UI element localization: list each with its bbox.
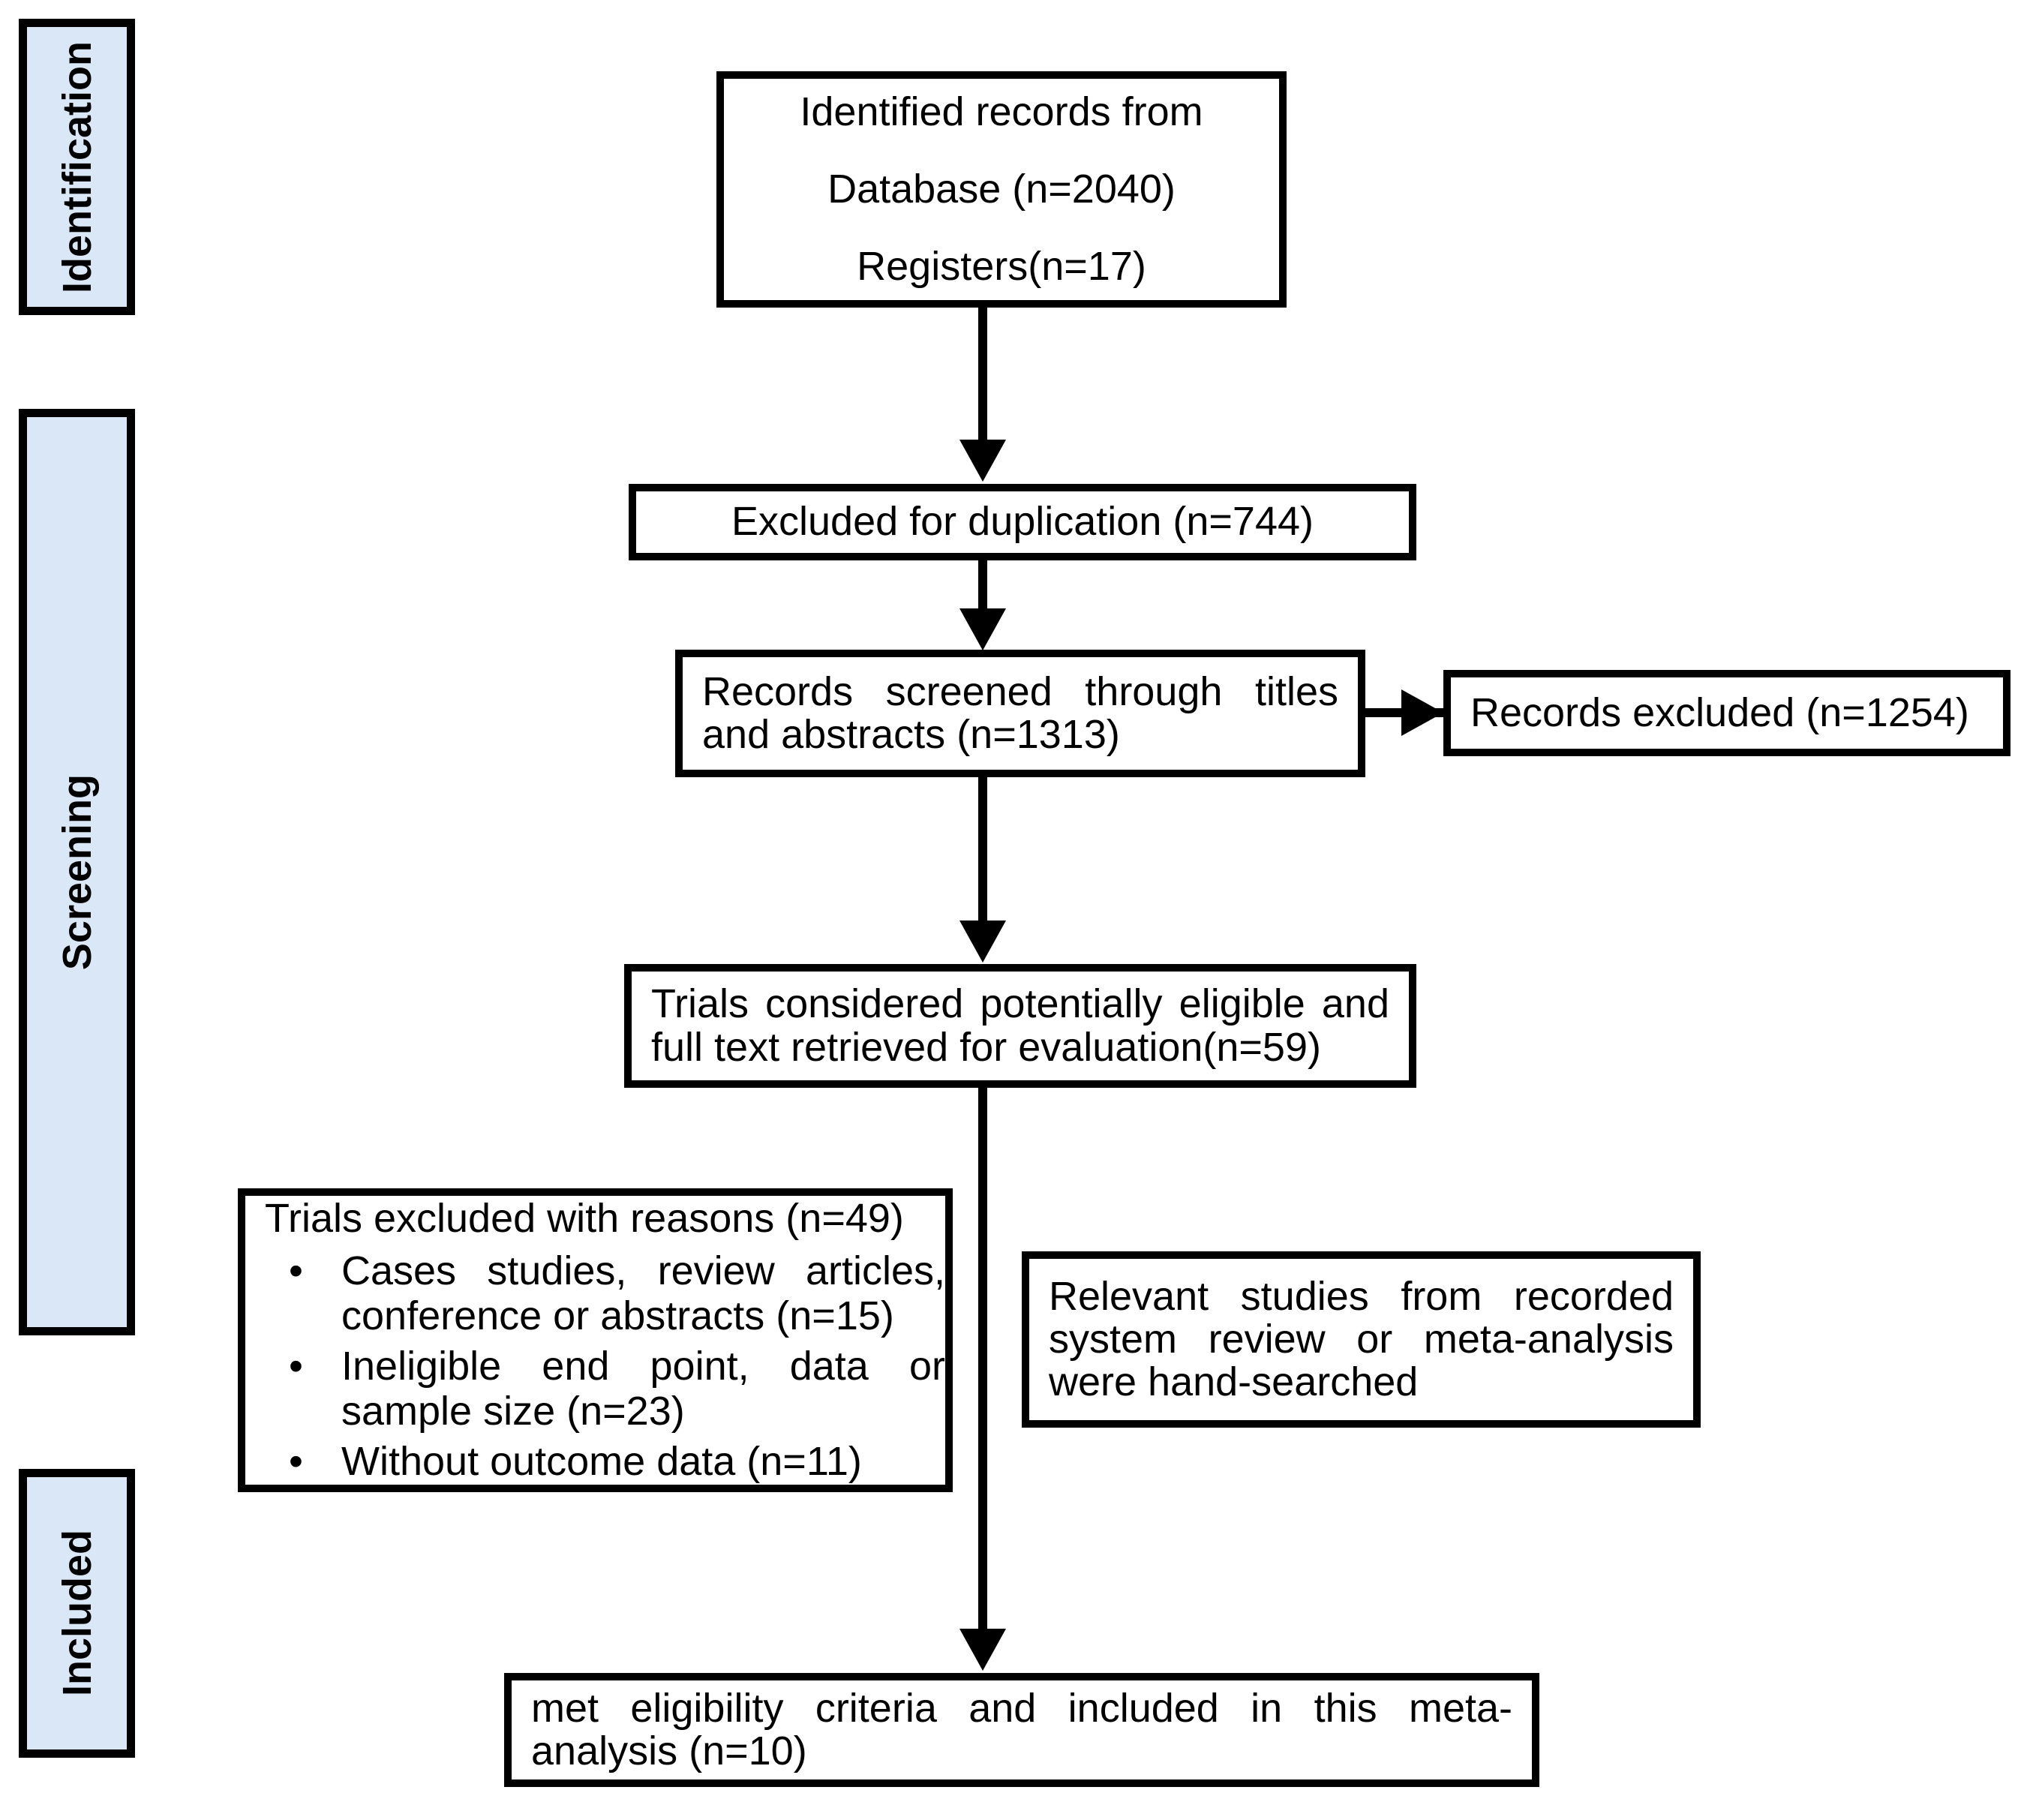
trials-eligible-text: Trials considered potentially eligible a…	[651, 981, 1389, 1070]
included-final-text: met eligibility criteria and included in…	[531, 1685, 1512, 1773]
arrowhead-screened-to-eligible	[959, 921, 1006, 963]
arrowhead-screened-to-excluded	[1401, 689, 1443, 736]
stage-box-identification: Identification	[19, 19, 135, 315]
stage-label-included: Included	[54, 1530, 100, 1697]
connector-screened-to-eligible	[978, 777, 987, 924]
stage-label-screening: Screening	[54, 773, 100, 971]
list-item: • Cases studies, review articles, confer…	[245, 1248, 945, 1339]
list-item-label: Cases studies, review articles, conferen…	[341, 1248, 945, 1339]
stage-box-screening: Screening	[19, 409, 135, 1335]
box-trials-eligible: Trials considered potentially eligible a…	[624, 964, 1416, 1088]
trials-excluded-title: Trials excluded with reasons (n=49)	[265, 1195, 904, 1241]
identified-records-line-3: Registers(n=17)	[857, 244, 1146, 290]
bullet-icon: •	[289, 1248, 303, 1294]
identified-records-line-2: Database (n=2040)	[827, 166, 1176, 212]
box-trials-excluded-reasons: Trials excluded with reasons (n=49) • Ca…	[238, 1188, 953, 1492]
trials-excluded-list: • Cases studies, review articles, confer…	[245, 1244, 945, 1484]
connector-duplicates-to-screened	[978, 560, 987, 611]
list-item: • Ineligible end point, data or sample s…	[245, 1344, 945, 1434]
records-excluded-text: Records excluded (n=1254)	[1470, 689, 1969, 735]
stage-label-identification: Identification	[54, 41, 100, 293]
list-item-label: Without outcome data (n=11)	[341, 1438, 862, 1484]
box-excluded-duplication: Excluded for duplication (n=744)	[629, 484, 1416, 560]
arrowhead-eligible-to-included	[959, 1629, 1006, 1671]
connector-eligible-to-included	[978, 1088, 987, 1632]
records-screened-text: Records screened through titles and abst…	[702, 668, 1338, 757]
box-identified-records: Identified records from Database (n=2040…	[716, 71, 1287, 308]
box-hand-searched-studies: Relevant studies from recorded system re…	[1022, 1251, 1701, 1428]
stage-box-included: Included	[19, 1469, 135, 1758]
bullet-icon: •	[289, 1343, 303, 1389]
bullet-icon: •	[289, 1438, 303, 1484]
arrowhead-identified-to-duplicates	[959, 440, 1006, 482]
hand-searched-text: Relevant studies from recorded system re…	[1049, 1273, 1674, 1405]
identified-records-line-1: Identified records from	[800, 89, 1203, 134]
connector-identified-to-duplicates	[978, 308, 987, 443]
list-item: • Without outcome data (n=11)	[245, 1439, 945, 1484]
list-item-label: Ineligible end point, data or sample siz…	[341, 1343, 945, 1434]
box-records-excluded: Records excluded (n=1254)	[1443, 670, 2010, 756]
excluded-duplication-text: Excluded for duplication (n=744)	[731, 499, 1314, 545]
box-records-screened: Records screened through titles and abst…	[675, 650, 1365, 777]
arrowhead-duplicates-to-screened	[959, 608, 1006, 650]
box-included-final: met eligibility criteria and included in…	[504, 1673, 1539, 1787]
